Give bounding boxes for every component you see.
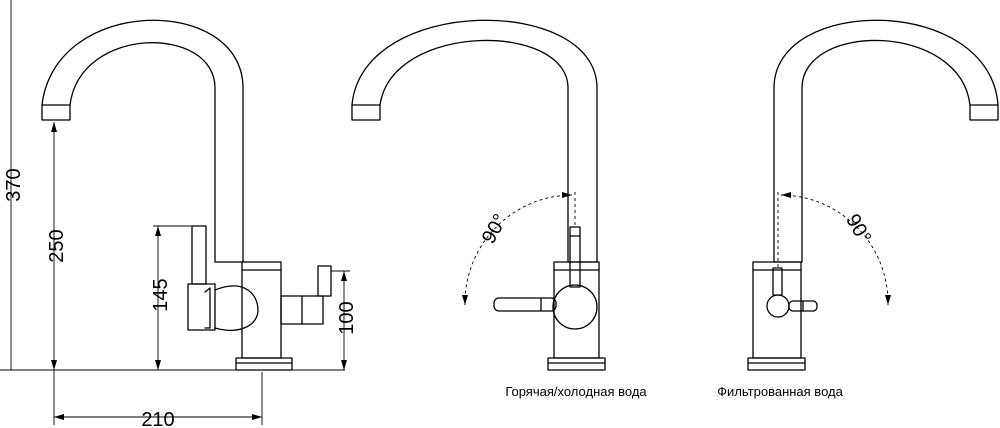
right-angle-label: 90° [841, 210, 875, 247]
filtered-view: 90° Фильтрованная вода [717, 19, 999, 399]
dim-250-label: 250 [46, 229, 68, 262]
caption-hot-cold: Горячая/холодная вода [505, 384, 647, 399]
dim-145-label: 145 [150, 278, 172, 311]
mid-angle-arc [464, 194, 573, 306]
side-spout [41, 19, 244, 263]
right-base [747, 357, 806, 371]
dim-100-label: 100 [336, 301, 358, 334]
hot-cold-view: 90° Горячая/холодная вода [351, 19, 647, 399]
side-lever-handle [191, 225, 207, 285]
right-angle-arc [780, 194, 889, 306]
dim-370-label: 370 [3, 168, 25, 201]
mid-base [547, 357, 606, 371]
mid-lever-rotated [493, 297, 557, 312]
mid-body [553, 261, 600, 359]
right-valve [766, 294, 790, 318]
side-filter-handle [317, 265, 332, 297]
mid-valve [552, 284, 598, 330]
mid-spout [351, 19, 598, 263]
side-base [235, 357, 293, 371]
dim-210-label: 210 [141, 409, 174, 428]
right-body [752, 261, 802, 359]
caption-filtered: Фильтрованная вода [717, 384, 843, 399]
mid-lever-vertical [569, 226, 581, 288]
mid-angle-label: 90° [478, 210, 512, 247]
side-view: 370 250 145 100 210 [0, 0, 358, 428]
right-spout [773, 19, 999, 263]
right-lever-vertical [772, 267, 783, 296]
side-body [241, 261, 282, 359]
